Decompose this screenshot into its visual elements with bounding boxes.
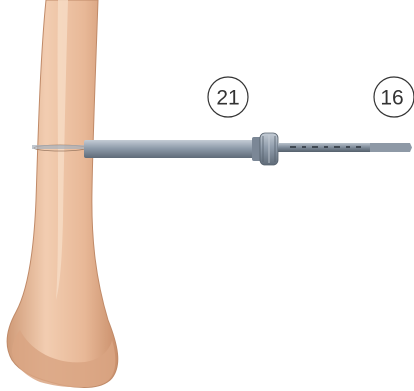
sleeve-body	[84, 140, 256, 158]
sleeve-tip	[32, 145, 84, 149]
drill-bit-end	[370, 143, 412, 152]
bone	[7, 0, 118, 388]
callout-21: 21	[208, 77, 248, 117]
locking-nut	[260, 133, 278, 165]
callout-16: 16	[374, 77, 414, 117]
callout-16-label: 16	[380, 87, 403, 110]
callout-21-label: 21	[216, 87, 239, 110]
